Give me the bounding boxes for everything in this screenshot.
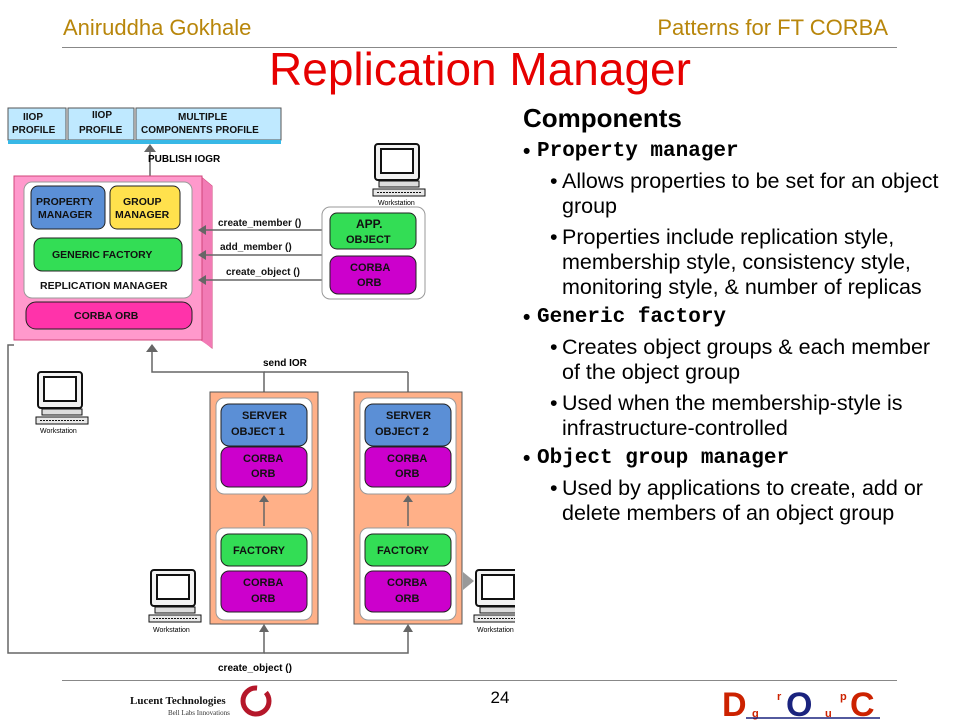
profile-3-line1: MULTIPLE: [178, 112, 228, 123]
server1-orb: ORB: [251, 468, 276, 480]
logo-letter-p: p: [840, 691, 847, 703]
workstation-left-label: Workstation: [40, 428, 77, 435]
replication-diagram: IIOP PROFILE IIOP PROFILE MULTIPLE COMPO…: [7, 107, 515, 674]
lucent-logo: Lucent Technologies Bell Labs Innovation…: [130, 685, 272, 717]
profile-2-line2: PROFILE: [79, 125, 123, 136]
app-object-block: APP. OBJECT CORBA ORB: [321, 206, 426, 300]
logo-letter-o: O: [786, 686, 812, 720]
page-number: 24: [490, 688, 510, 707]
slide-title: Replication Manager: [269, 43, 691, 95]
factory1-orb: ORB: [251, 593, 276, 605]
svg-text:APP. OBJECT CORBA: APP. OBJECT CORBA ORB: [346, 217, 394, 289]
server1-line1: SERVER: [242, 410, 287, 422]
property-manager-line2: MANAGER: [38, 209, 93, 221]
workstation-icon-bottom-right: Workstation: [473, 569, 515, 634]
svg-text:SERVER OBJECT 2 CO: SERVER OBJECT 2 CORBA ORB FACTORY CORBA …: [375, 410, 434, 605]
rm-corba-orb-label: CORBA ORB: [74, 310, 139, 322]
app-object-line1: APP.: [356, 217, 382, 231]
lucent-tagline: Bell Labs Innovations: [168, 709, 230, 717]
object-group-manager-point-1: Used by applications to create, add or d…: [550, 476, 950, 526]
generic-factory-label: GENERIC FACTORY: [52, 249, 152, 261]
send-ior-arrows: [151, 348, 409, 392]
server2-line1: SERVER: [386, 410, 431, 422]
svg-text:PROPERTY MANAGER G: PROPERTY MANAGER GROUP MANAGER GENERIC F…: [36, 196, 172, 322]
lucent-name: Lucent Technologies: [130, 695, 226, 707]
bottom-create-object-label: create_object (): [218, 663, 292, 674]
workstation-icon-left: Workstation: [35, 371, 89, 435]
svg-text:SERVER OBJECT 1 CO: SERVER OBJECT 1 CORBA ORB FACTORY CORBA …: [231, 410, 290, 605]
server2-corba: CORBA: [387, 453, 427, 465]
logo-letter-r: r: [777, 691, 782, 703]
property-manager-point-1: Allows properties to be set for an objec…: [550, 169, 950, 219]
app-corba-label: CORBA: [350, 262, 390, 274]
doc-group-logo: D O C g r u p: [722, 686, 880, 720]
call-create-member: create_member (): [218, 218, 301, 229]
components-title: Components: [523, 103, 682, 133]
logo-letter-d: D: [722, 686, 747, 720]
profile-1-line2: PROFILE: [12, 125, 56, 136]
factory1-corba: CORBA: [243, 577, 283, 589]
logo-letter-u: u: [825, 708, 832, 720]
components-list: Components Property manager Allows prope…: [520, 103, 950, 532]
property-manager-line1: PROPERTY: [36, 196, 94, 208]
workstation-icon-top: Workstation: [372, 143, 426, 207]
profile-3-line2: COMPONENTS PROFILE: [141, 125, 259, 136]
svg-text:g r u p: g r u p: [752, 691, 847, 720]
publish-iogr-label: PUBLISH IOGR: [148, 154, 221, 165]
svg-text:IIOP PROFILE IIOP: IIOP PROFILE IIOP PROFILE MULTIPLE COMPO…: [12, 110, 259, 136]
item-object-group-manager: Object group manager: [523, 447, 950, 471]
generic-factory-point-1: Creates object groups & each member of t…: [550, 335, 950, 385]
item-generic-factory: Generic factory: [523, 306, 950, 330]
send-ior-label: send IOR: [263, 358, 308, 369]
logo-letter-c: C: [850, 686, 875, 720]
app-orb-label: ORB: [357, 277, 382, 289]
factory2-orb: ORB: [395, 593, 420, 605]
generic-factory-point-2: Used when the membership-style is infras…: [550, 391, 950, 441]
logo-letter-g: g: [752, 708, 759, 720]
replication-manager-label: REPLICATION MANAGER: [40, 280, 168, 292]
workstation-top-label: Workstation: [378, 200, 415, 207]
server1-corba: CORBA: [243, 453, 283, 465]
server-column-2: SERVER OBJECT 2 CORBA ORB FACTORY CORBA …: [353, 391, 463, 625]
factory2-label: FACTORY: [377, 545, 430, 557]
server2-orb: ORB: [395, 468, 420, 480]
header-course: Patterns for FT CORBA: [657, 15, 888, 40]
call-add-member: add_member (): [220, 242, 292, 253]
server2-line2: OBJECT 2: [375, 426, 429, 438]
profile-2-line1: IIOP: [92, 110, 112, 121]
factory2-corba: CORBA: [387, 577, 427, 589]
server1-line2: OBJECT 1: [231, 426, 285, 438]
server-column-1: SERVER OBJECT 1 CORBA ORB FACTORY CORBA …: [209, 391, 319, 625]
factory1-label: FACTORY: [233, 545, 286, 557]
group-manager-line1: GROUP: [123, 196, 162, 208]
iogr-profiles: IIOP PROFILE IIOP PROFILE MULTIPLE COMPO…: [7, 107, 282, 144]
footer-divider: [62, 680, 897, 681]
svg-text:create_member () add_membe: create_member () add_member () create_ob…: [218, 218, 304, 278]
app-object-line2: OBJECT: [346, 234, 391, 246]
call-create-object: create_object (): [226, 267, 300, 278]
header-divider: [62, 47, 897, 48]
workstation-icon-bottom-left: Workstation: [148, 569, 202, 634]
group-manager-line2: MANAGER: [115, 209, 170, 221]
header-author: Aniruddha Gokhale: [63, 15, 252, 40]
workstation-pointer: [463, 572, 474, 590]
profile-1-line1: IIOP: [23, 112, 43, 123]
replication-manager-block: PROPERTY MANAGER GROUP MANAGER GENERIC F…: [13, 175, 213, 350]
item-property-manager: Property manager: [523, 140, 950, 164]
workstation-bottom-left-label: Workstation: [153, 627, 190, 634]
call-arrows: [203, 229, 322, 281]
workstation-bottom-right-label: Workstation: [477, 627, 514, 634]
bottom-create-object-bus: [7, 344, 409, 654]
property-manager-point-2: Properties include replication style, me…: [550, 225, 950, 300]
